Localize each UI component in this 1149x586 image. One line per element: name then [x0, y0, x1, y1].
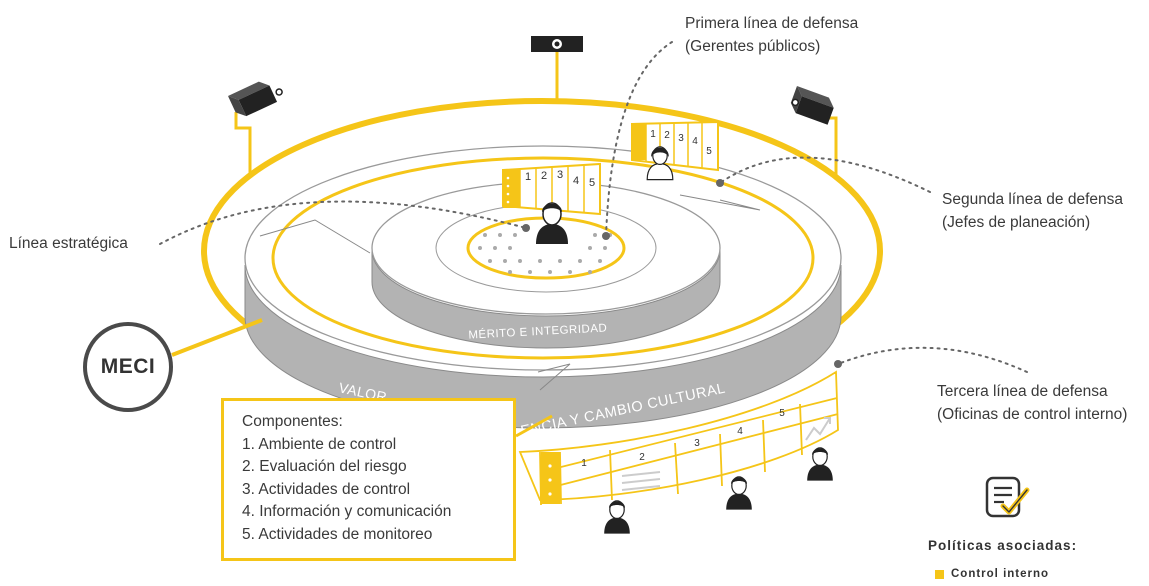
table-number: 4: [737, 426, 743, 437]
leader-dots: [522, 179, 842, 368]
panel-number: 4: [573, 175, 579, 187]
label-tercera-linea: Tercera línea de defensa: [937, 383, 1108, 400]
label-segunda-linea: Segunda línea de defensa: [942, 191, 1123, 208]
person-icon: [646, 146, 674, 181]
person-icon: [725, 476, 753, 511]
camera-icon: [790, 86, 834, 125]
meci-badge: MECI: [83, 322, 173, 412]
components-box: Componentes: 1. Ambiente de control 2. E…: [221, 398, 516, 561]
panel-number: 1: [525, 171, 531, 183]
panel-number: 2: [541, 170, 547, 182]
trend-up-icon: [805, 417, 831, 441]
label-primera-linea: Primera línea de defensa: [685, 15, 859, 32]
policy-item: Control interno: [935, 568, 1049, 580]
panel-number: 1: [650, 129, 656, 140]
component-item: 5. Actividades de monitoreo: [242, 525, 433, 543]
table-side-bar: [541, 452, 560, 504]
components-title: Componentes:: [242, 413, 343, 430]
wedge-lines: [259, 194, 761, 391]
inner-gray-band: [371, 181, 721, 349]
label-primera-linea-sub: (Gerentes públicos): [685, 38, 821, 55]
camera-icon: [228, 81, 283, 117]
panel-number: 3: [557, 169, 563, 181]
center-dots: [478, 233, 612, 274]
components-connector: [515, 414, 553, 438]
center-panel: [502, 162, 601, 216]
policy-label: Control interno: [951, 568, 1050, 580]
table-number: 5: [779, 408, 785, 419]
table-number: 3: [694, 438, 700, 449]
panel-number: 5: [706, 146, 712, 157]
bottom-table: [518, 370, 839, 506]
policies-title: Políticas asociadas:: [928, 538, 1078, 553]
leader-lines: [159, 41, 1028, 373]
panel-number: 4: [692, 136, 698, 147]
component-item: 3. Actividades de control: [242, 480, 411, 498]
label-segunda-linea-sub: (Jefes de planeación): [942, 214, 1091, 231]
component-item: 2. Evaluación del riesgo: [242, 458, 407, 475]
policy-bullet: [935, 569, 944, 579]
person-icon: [603, 500, 631, 535]
person-icon: [806, 447, 834, 482]
middle-yellow-ring: [271, 156, 815, 360]
component-item: 4. Información y comunicación: [242, 503, 452, 520]
meci-connector: [171, 318, 263, 357]
panel-number: 3: [678, 133, 684, 144]
label-tercera-linea-sub: (Oficinas de control interno): [937, 406, 1128, 423]
document-check-icon: [985, 476, 1030, 518]
component-item: 1. Ambiente de control: [242, 435, 397, 453]
panel-number: 5: [589, 177, 595, 189]
label-linea-estrategica: Línea estratégica: [9, 235, 128, 252]
camera-icon: [531, 36, 583, 52]
table-number: 2: [639, 452, 645, 463]
panel-number: 2: [664, 130, 670, 141]
table-number: 1: [581, 458, 587, 469]
document-lines: [621, 471, 661, 491]
